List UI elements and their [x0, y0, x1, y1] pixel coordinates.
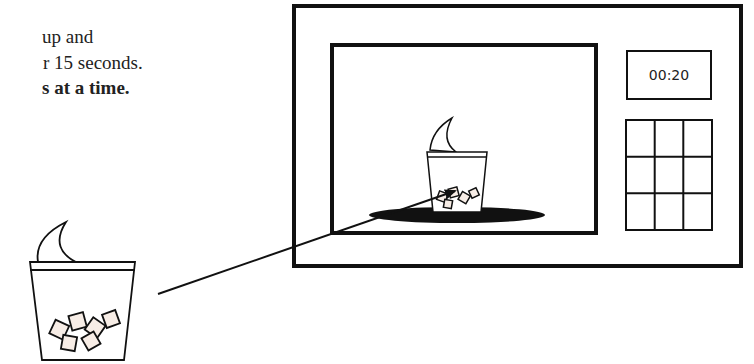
instruction-text: r 15 seconds.: [43, 52, 143, 74]
keypad: [626, 120, 712, 230]
big-cup: [30, 222, 135, 360]
instruction-text: s at a time.: [42, 77, 130, 99]
microwave-window: [332, 45, 596, 233]
instruction-text: up and: [42, 26, 93, 48]
pointer-arrow: [158, 191, 455, 294]
display-text: 00:20: [649, 67, 689, 83]
microwave-body: [294, 6, 741, 266]
timer-display: 00:20: [626, 50, 712, 100]
